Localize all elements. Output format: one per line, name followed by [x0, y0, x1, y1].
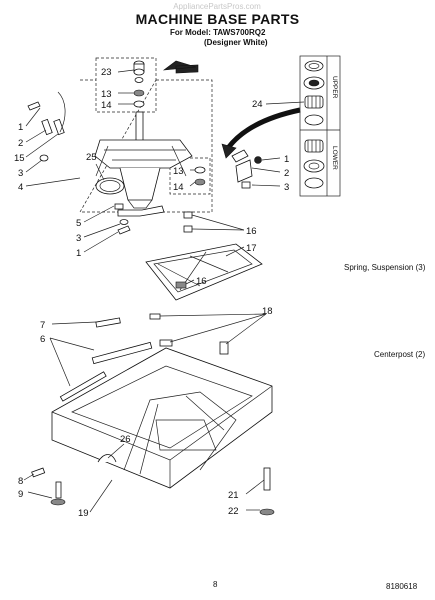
callout-13b: 13 [173, 166, 184, 177]
spring-26 [97, 454, 117, 463]
curved-arrow [226, 107, 301, 150]
doc-number: 8180618 [386, 582, 418, 591]
upper-bearings [303, 60, 325, 126]
callout-23: 23 [101, 67, 112, 78]
hub-stack [133, 60, 145, 108]
right-clip-parts [231, 149, 262, 189]
pointer-arrow [162, 60, 199, 74]
callout-9: 9 [18, 489, 23, 500]
rail-7 [95, 317, 121, 328]
callout-2a: 2 [18, 138, 23, 149]
callout-6: 6 [40, 334, 45, 345]
rail-6b [59, 371, 107, 402]
lower-label: LOWER [331, 146, 338, 170]
callout-1b: 1 [76, 248, 81, 259]
clip-13 [194, 166, 206, 174]
left-clip-parts [27, 91, 66, 162]
transmission-box [79, 79, 213, 213]
rail-6 [91, 341, 153, 365]
callout-5: 5 [76, 218, 81, 229]
callout-1a: 1 [18, 122, 23, 133]
lower-clip-parts [114, 203, 165, 235]
callout-16b: 16 [196, 276, 207, 287]
callout-8: 8 [18, 476, 23, 487]
callout-16a: 16 [246, 226, 257, 237]
callout-18: 18 [262, 306, 273, 317]
callout-21: 21 [228, 490, 239, 501]
callout-3a: 3 [18, 168, 23, 179]
finish-line: (Designer White) [204, 38, 268, 47]
callout-19: 19 [78, 508, 89, 519]
callout-26: 26 [120, 434, 131, 445]
callout-14a: 14 [101, 100, 112, 111]
callout-24: 24 [252, 99, 263, 110]
watermark-text: AppliancePartsPros.com [173, 2, 261, 11]
callout-7: 7 [40, 320, 45, 331]
callout-25: 25 [86, 152, 97, 163]
callout-13a: 13 [101, 89, 112, 100]
callout-2b: 2 [284, 168, 289, 179]
callout-3b: 3 [76, 233, 81, 244]
clip-14 [194, 178, 206, 186]
callout-4: 4 [18, 182, 23, 193]
model-line: For Model: TAWS700RQ2 [170, 28, 266, 37]
leader-lines [23, 69, 305, 513]
hub-parts-box [95, 57, 157, 113]
transmission-assembly [94, 111, 193, 209]
callout-1c: 1 [284, 154, 289, 165]
base-frame [51, 347, 273, 489]
page-title: MACHINE BASE PARTS [135, 11, 300, 27]
lower-bearings [303, 139, 325, 189]
callout-17: 17 [246, 243, 257, 254]
callout-14b: 14 [173, 182, 184, 193]
centerpost-note: Centerpost (2) [374, 350, 426, 359]
spring-note: Spring, Suspension (3) [344, 263, 426, 272]
callout-22: 22 [228, 506, 239, 517]
callout-15: 15 [14, 153, 25, 164]
bearing-box [299, 55, 341, 197]
upper-label: UPPER [331, 76, 338, 99]
callout-numbers: 1 2 15 3 4 25 5 3 1 23 13 14 13 14 24 1 … [14, 67, 289, 519]
clip-parts-box [169, 157, 211, 195]
callout-3c: 3 [284, 182, 289, 193]
page-number: 8 [213, 580, 218, 589]
